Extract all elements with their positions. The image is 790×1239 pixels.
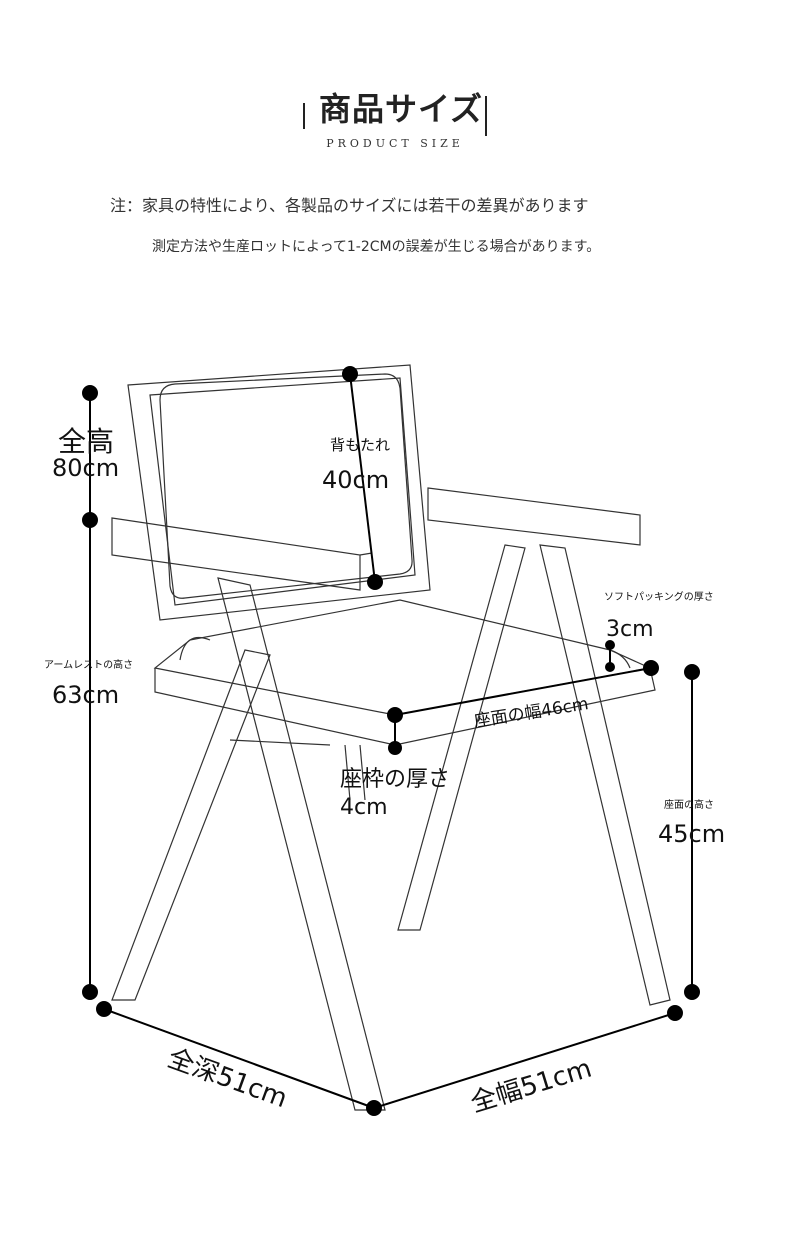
total-height-label: 全高: [58, 425, 114, 458]
title-divider-right: [485, 95, 488, 136]
cushion-thickness-label: ソフトパッキングの厚さ: [604, 590, 714, 603]
page-title: 商品サイズ: [318, 90, 484, 128]
backrest-label: 背もたれ: [330, 436, 390, 454]
frame-thickness-value: 4cm: [340, 795, 388, 820]
armrest-height-value: 63cm: [52, 681, 119, 709]
seat-width-label: 座面の幅46cm: [473, 694, 590, 732]
dimension-lines: [82, 366, 700, 1116]
total-width-label: 全幅51cm: [467, 1054, 595, 1119]
seat-height-label: 座面の高さ: [664, 798, 714, 811]
title-block: 商品サイズ: [0, 84, 790, 136]
title-divider-left: [302, 102, 305, 129]
total-height-value: 80cm: [52, 454, 119, 482]
frame-thickness-label: 座枠の厚さ: [340, 767, 450, 792]
cushion-thickness-value: 3cm: [606, 617, 654, 642]
backrest-value: 40cm: [322, 466, 389, 494]
page-subtitle: PRODUCT SIZE: [326, 137, 464, 150]
dimension-labels: 全高 80cm 背もたれ 40cm アームレストの高さ 63cm ソフトパッキン…: [44, 425, 725, 1119]
chair-illustration: [111, 364, 671, 1111]
armrest-height-label: アームレストの高さ: [44, 658, 133, 671]
seat-height-value: 45cm: [658, 820, 725, 848]
note-line-2: 測定方法や生産ロットによって1-2CMの誤差が生じる場合があります。: [152, 239, 601, 255]
note-line-1: 注：家具の特性により、各製品のサイズには若干の差異があります: [110, 196, 589, 215]
